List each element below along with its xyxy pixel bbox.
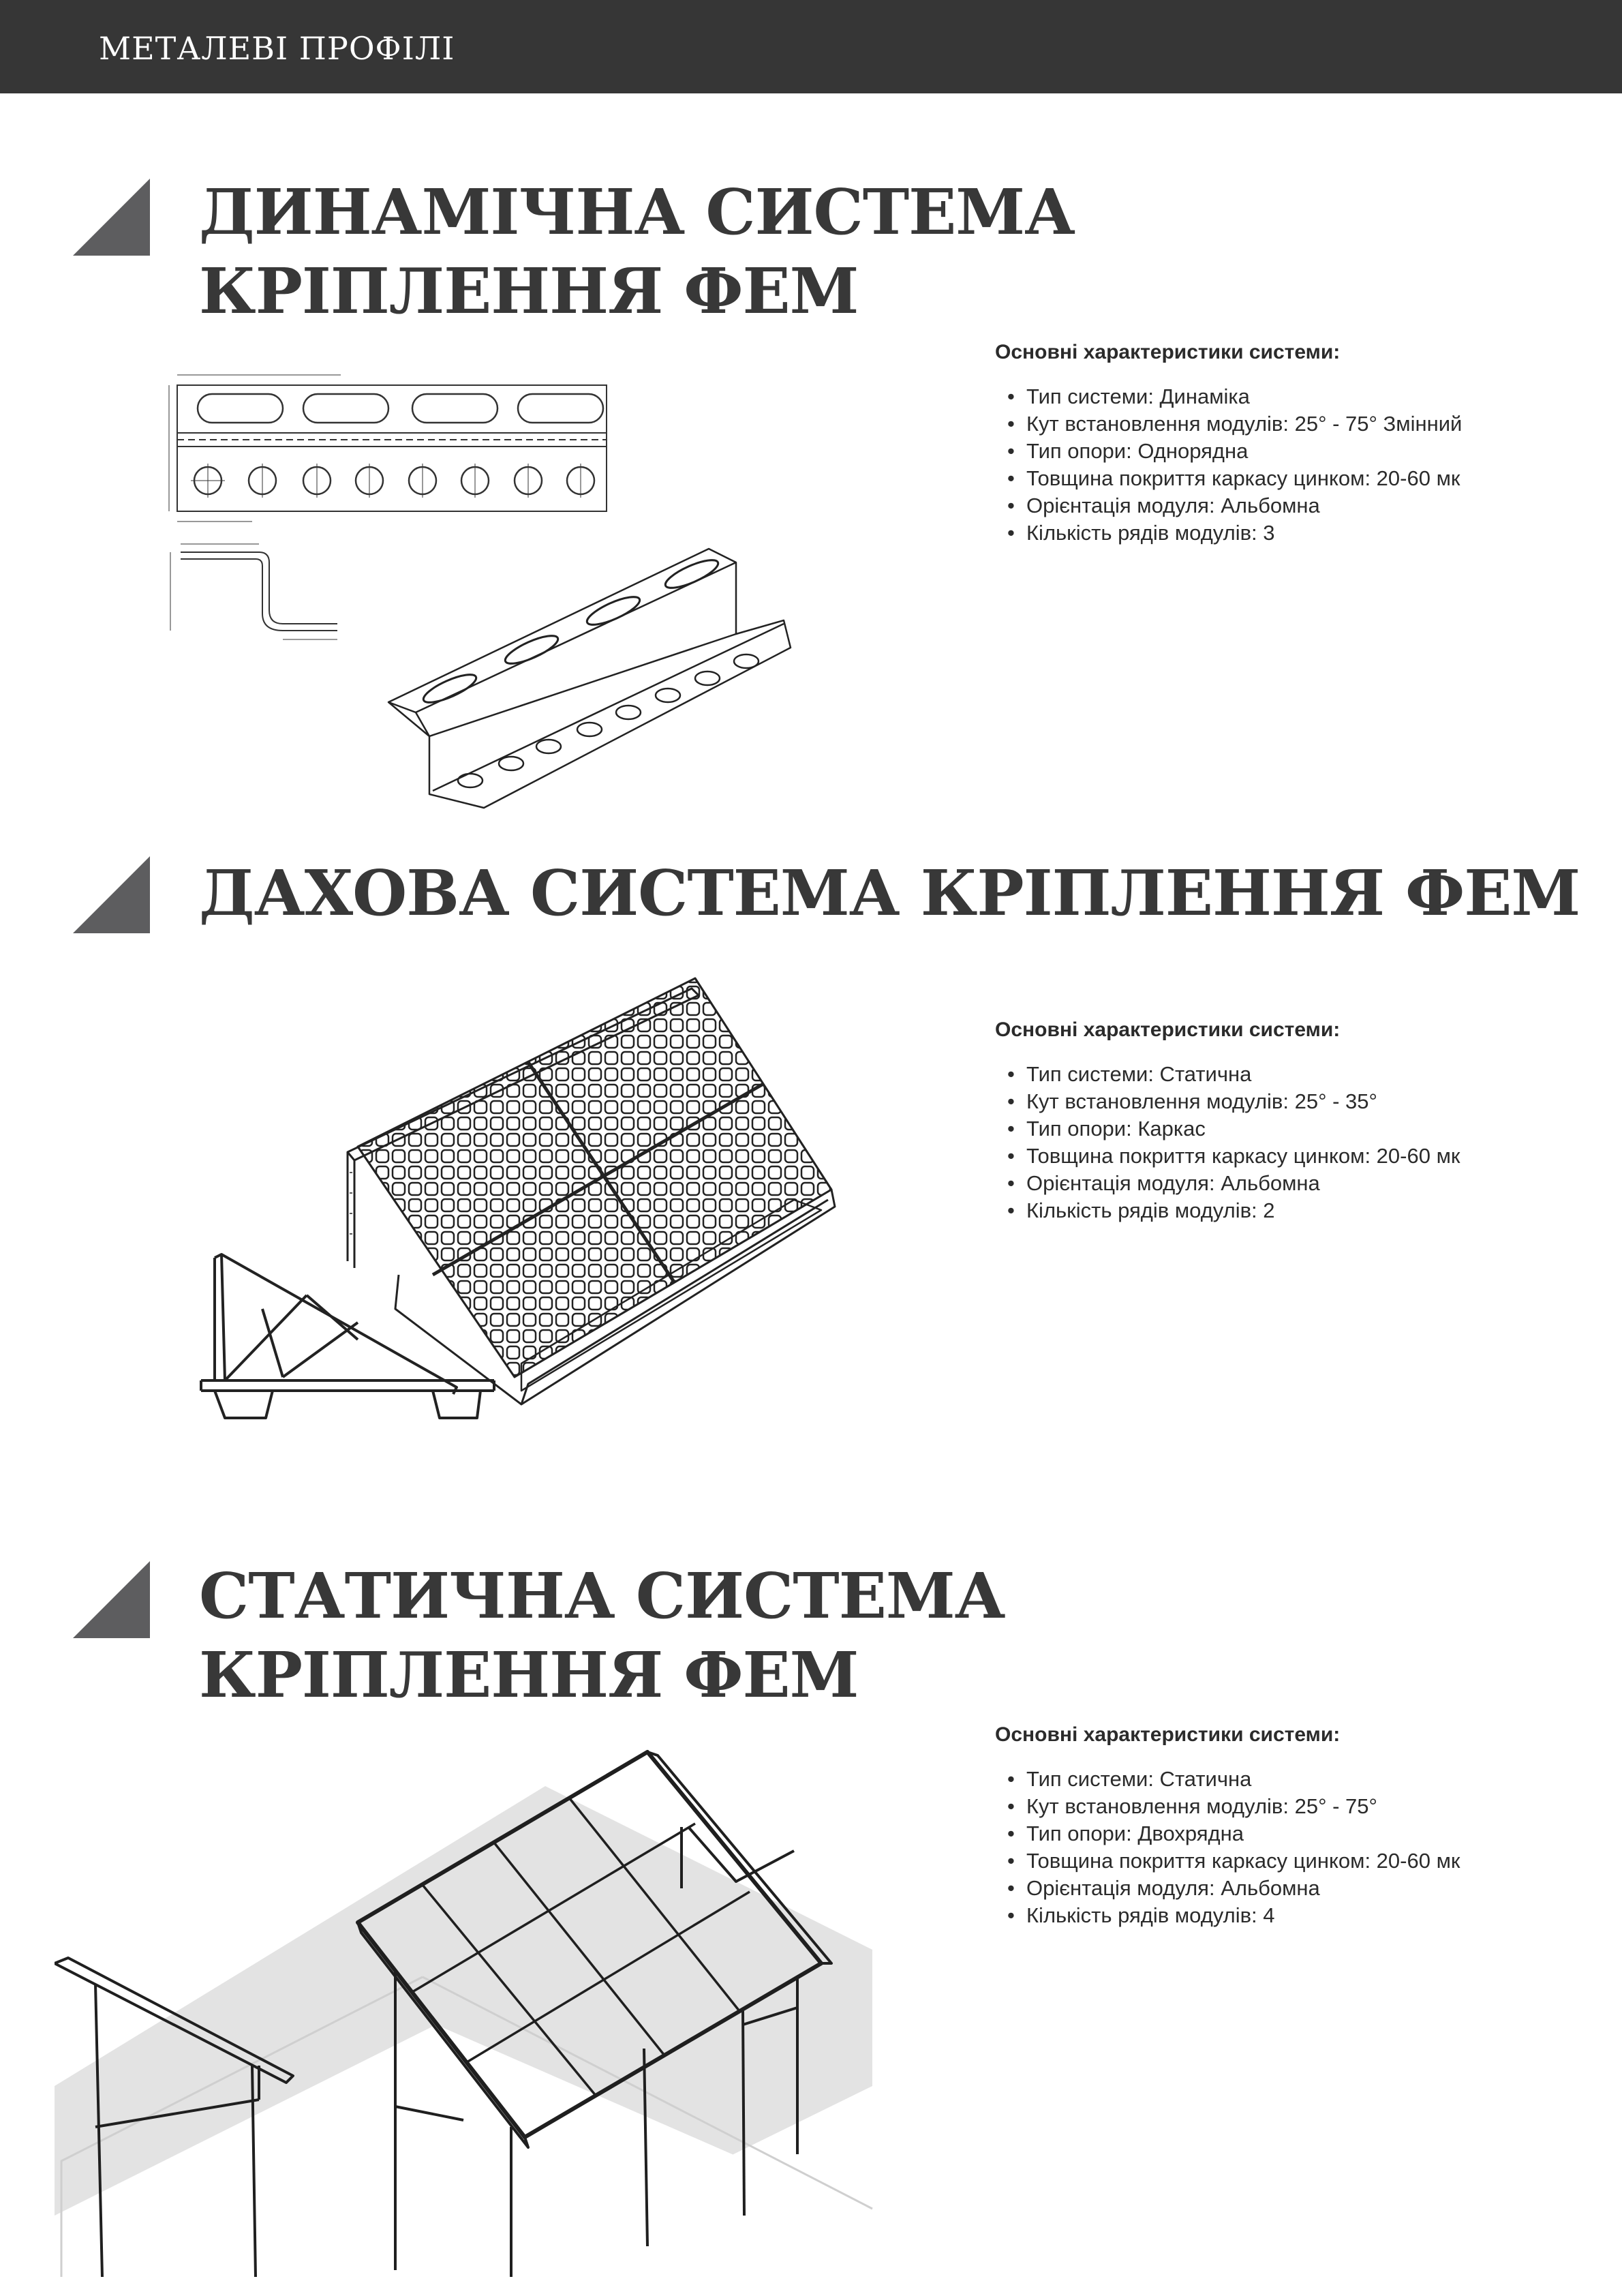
section-title-dynamic: ДИНАМІЧНА СИСТЕМА КРІПЛЕННЯ ФЕМ	[199, 172, 1075, 331]
spec-item: Тип системи: Статична	[995, 1766, 1595, 1793]
specs-block-dynamic: Основні характеристики системи: Тип сист…	[995, 341, 1595, 547]
spec-item: Тип опори: Двохрядна	[995, 1820, 1595, 1847]
spec-item: Тип системи: Динаміка	[995, 383, 1595, 410]
profile-isometric-drawing	[382, 539, 804, 818]
specs-list: Тип системи: Статична Кут встановлення м…	[995, 1766, 1595, 1929]
spec-item: Орієнтація модуля: Альбомна	[995, 1875, 1595, 1902]
specs-block-roof: Основні характеристики системи: Тип сист…	[995, 1018, 1595, 1224]
section-title-static: СТАТИЧНА СИСТЕМА КРІПЛЕННЯ ФЕМ	[199, 1556, 1006, 1715]
spec-item: Орієнтація модуля: Альбомна	[995, 492, 1595, 519]
spec-item: Товщина покриття каркасу цинком: 20-60 м…	[995, 1143, 1595, 1170]
specs-list: Тип системи: Динаміка Кут встановлення м…	[995, 383, 1595, 547]
section-marker-icon	[73, 856, 150, 933]
section-title-line: ДИНАМІЧНА СИСТЕМА	[199, 175, 1075, 249]
specs-heading: Основні характеристики системи:	[995, 341, 1341, 363]
spec-item: Кількість рядів модулів: 3	[995, 519, 1595, 547]
spec-item: Кут встановлення модулів: 25° - 35°	[995, 1088, 1595, 1115]
page-header: МЕТАЛЕВІ ПРОФІЛІ	[0, 0, 1622, 93]
specs-list: Тип системи: Статична Кут встановлення м…	[995, 1061, 1595, 1224]
section-marker-icon	[73, 1561, 150, 1638]
roof-system-drawing	[194, 968, 848, 1445]
section-marker-icon	[73, 179, 150, 256]
spec-item: Кут встановлення модулів: 25° - 75°	[995, 1793, 1595, 1820]
section-title-line: СТАТИЧНА СИСТЕМА	[199, 1559, 1006, 1633]
specs-heading: Основні характеристики системи:	[995, 1723, 1341, 1746]
section-title-line: КРІПЛЕННЯ ФЕМ	[199, 1638, 859, 1712]
spec-item: Орієнтація модуля: Альбомна	[995, 1170, 1595, 1197]
section-title-line: КРІПЛЕННЯ ФЕМ	[199, 254, 859, 328]
spec-item: Кут встановлення модулів: 25° - 75° Змін…	[995, 410, 1595, 438]
specs-block-static: Основні характеристики системи: Тип сист…	[995, 1723, 1595, 1929]
spec-item: Кількість рядів модулів: 4	[995, 1902, 1595, 1929]
header-title: МЕТАЛЕВІ ПРОФІЛІ	[99, 30, 455, 67]
specs-heading: Основні характеристики системи:	[995, 1018, 1341, 1041]
spec-item: Кількість рядів модулів: 2	[995, 1197, 1595, 1224]
spec-item: Тип опори: Однорядна	[995, 438, 1595, 465]
spec-item: Товщина покриття каркасу цинком: 20-60 м…	[995, 1847, 1595, 1875]
ground-system-drawing	[55, 1738, 893, 2277]
profile-technical-drawing	[164, 361, 627, 661]
spec-item: Тип опори: Каркас	[995, 1115, 1595, 1143]
spec-item: Товщина покриття каркасу цинком: 20-60 м…	[995, 465, 1595, 492]
section-title-roof: ДАХОВА СИСТЕМА КРІПЛЕННЯ ФЕМ	[199, 854, 1580, 933]
section-title-line: ДАХОВА СИСТЕМА КРІПЛЕННЯ ФЕМ	[199, 856, 1580, 930]
spec-item: Тип системи: Статична	[995, 1061, 1595, 1088]
